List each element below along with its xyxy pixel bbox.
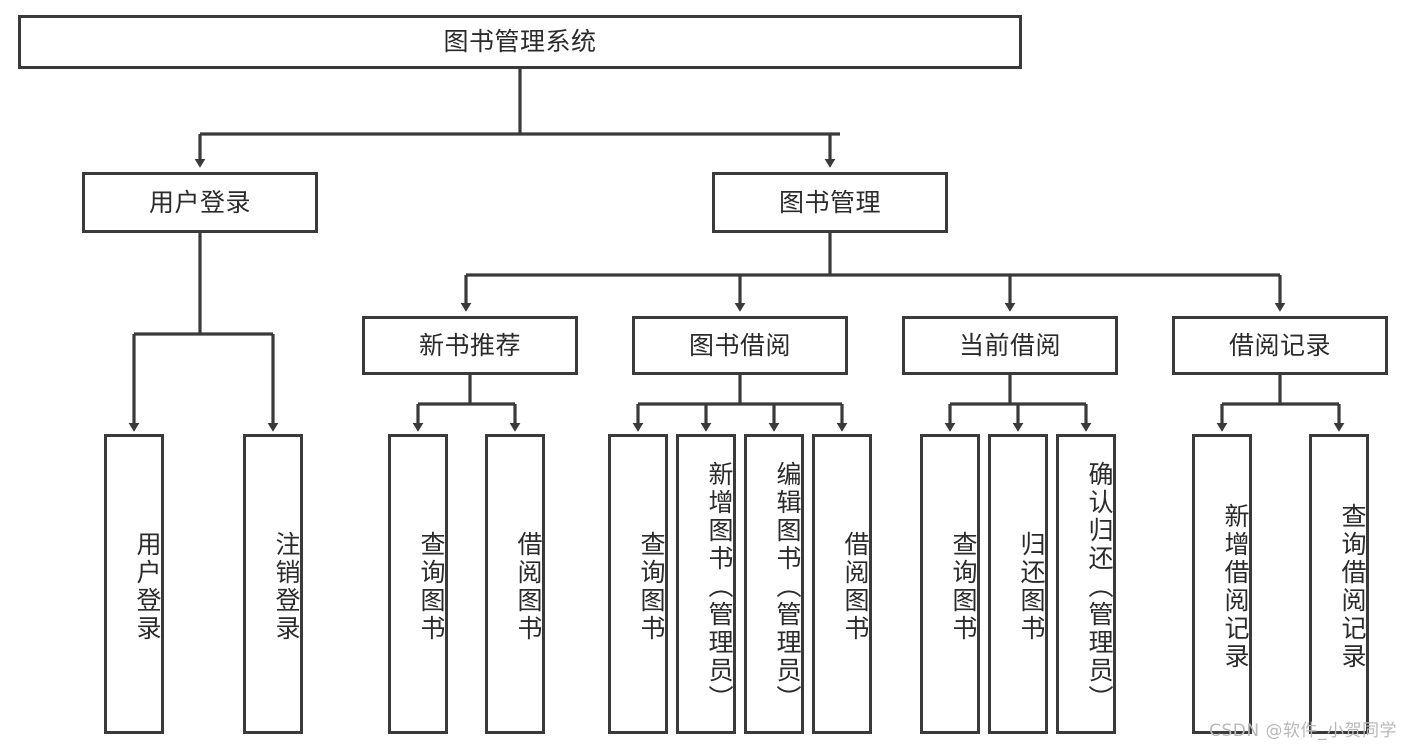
leaf-logout[interactable]: 注销登录 xyxy=(243,434,303,734)
node-label: 查询图书 xyxy=(417,531,446,643)
leaf-borrow-book[interactable]: 借阅图书 xyxy=(812,434,872,734)
node-label: 当前借阅 xyxy=(958,330,1061,360)
leaf-add-book-admin[interactable]: 新增图书（管理员） xyxy=(676,434,736,734)
leaf-return-book[interactable]: 归还图书 xyxy=(988,434,1048,734)
node-label: 新增图书（管理员） xyxy=(705,461,734,713)
node-label: 归还图书 xyxy=(1017,531,1046,643)
node-label: 借阅图书 xyxy=(514,531,543,643)
node-current-borrow[interactable]: 当前借阅 xyxy=(902,316,1118,375)
csdn-watermark: CSDN @软件_小贺同学 xyxy=(1209,721,1397,741)
node-label: 借阅图书 xyxy=(841,531,870,643)
node-label: 新书推荐 xyxy=(418,330,521,360)
node-label: 图书管理系统 xyxy=(443,27,597,56)
leaf-user-login[interactable]: 用户登录 xyxy=(104,434,164,734)
node-book-borrow[interactable]: 图书借阅 xyxy=(632,316,848,375)
leaf-query-book-current[interactable]: 查询图书 xyxy=(920,434,980,734)
node-label: 图书借阅 xyxy=(688,330,791,360)
leaf-confirm-return-admin[interactable]: 确认归还（管理员） xyxy=(1056,434,1116,734)
node-book-management[interactable]: 图书管理 xyxy=(712,172,948,233)
node-label: 查询借阅记录 xyxy=(1338,503,1367,671)
leaf-add-borrow-record[interactable]: 新增借阅记录 xyxy=(1192,434,1252,734)
node-new-book-recommend[interactable]: 新书推荐 xyxy=(362,316,578,375)
node-label: 用户登录 xyxy=(148,187,251,217)
node-user-login[interactable]: 用户登录 xyxy=(82,172,318,233)
node-root-system[interactable]: 图书管理系统 xyxy=(18,15,1022,69)
leaf-borrow-book-recommend[interactable]: 借阅图书 xyxy=(485,434,545,734)
node-label: 借阅记录 xyxy=(1228,330,1331,360)
node-label: 查询图书 xyxy=(637,531,666,643)
node-label: 用户登录 xyxy=(133,531,162,643)
leaf-query-borrow-record[interactable]: 查询借阅记录 xyxy=(1309,434,1369,734)
node-label: 编辑图书（管理员） xyxy=(773,461,802,713)
node-borrow-record[interactable]: 借阅记录 xyxy=(1172,316,1388,375)
node-label: 注销登录 xyxy=(272,531,301,643)
node-label: 确认归还（管理员） xyxy=(1085,461,1114,713)
leaf-query-book[interactable]: 查询图书 xyxy=(608,434,668,734)
node-label: 新增借阅记录 xyxy=(1221,503,1250,671)
leaf-edit-book-admin[interactable]: 编辑图书（管理员） xyxy=(744,434,804,734)
node-label: 图书管理 xyxy=(778,187,881,217)
node-label: 查询图书 xyxy=(949,531,978,643)
leaf-query-book-recommend[interactable]: 查询图书 xyxy=(388,434,448,734)
